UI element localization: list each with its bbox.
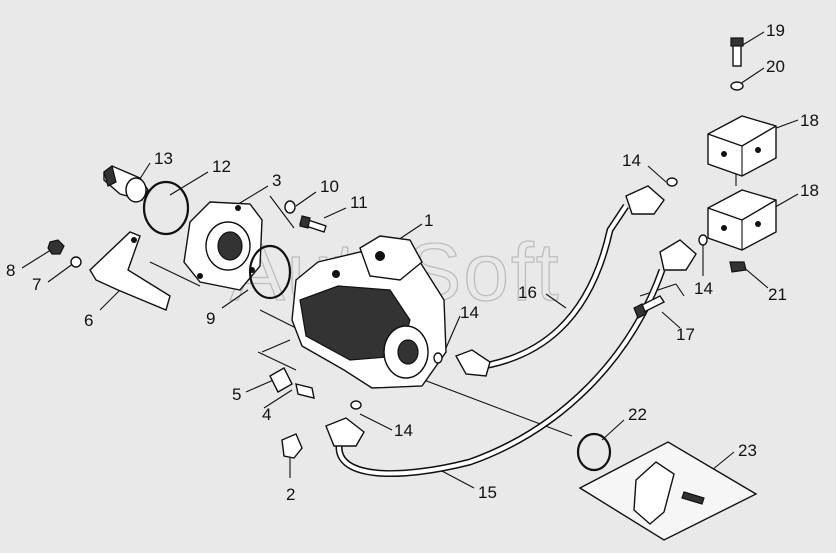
label-1: 1 bbox=[424, 211, 433, 230]
leader-lines bbox=[21, 31, 799, 489]
label-14-c: 14 bbox=[460, 303, 479, 322]
label-13: 13 bbox=[154, 149, 173, 168]
part-6-bracket bbox=[89, 231, 171, 311]
label-22: 22 bbox=[628, 405, 647, 424]
part-7-washer bbox=[70, 256, 82, 268]
label-8: 8 bbox=[6, 261, 15, 280]
part-17-bolt bbox=[633, 295, 666, 319]
part-22-o-ring bbox=[576, 432, 612, 472]
part-14-seal-d bbox=[698, 234, 708, 246]
label-5: 5 bbox=[232, 385, 241, 404]
part-23-cover-plate bbox=[578, 441, 758, 541]
part-5-spacer bbox=[269, 367, 293, 393]
part-16-hose bbox=[454, 185, 665, 377]
label-20: 20 bbox=[766, 57, 785, 76]
part-3-flange bbox=[183, 201, 263, 291]
label-9: 9 bbox=[206, 309, 215, 328]
label-19: 19 bbox=[766, 21, 785, 40]
part-20-washer bbox=[730, 81, 744, 91]
label-17: 17 bbox=[676, 325, 695, 344]
label-2: 2 bbox=[286, 485, 295, 504]
part-9-o-ring bbox=[248, 244, 292, 300]
label-16: 16 bbox=[518, 283, 537, 302]
label-6: 6 bbox=[84, 311, 93, 330]
label-11: 11 bbox=[350, 193, 368, 212]
label-12: 12 bbox=[212, 157, 231, 176]
label-15: 15 bbox=[478, 483, 497, 502]
part-15-hose bbox=[325, 239, 697, 477]
part-1-pump-body bbox=[291, 235, 447, 389]
label-14-b: 14 bbox=[694, 279, 713, 298]
label-4: 4 bbox=[262, 405, 271, 424]
part-18-valve-block-upper bbox=[707, 115, 777, 177]
part-14-seal-c bbox=[666, 177, 678, 187]
label-10: 10 bbox=[320, 177, 339, 196]
label-3: 3 bbox=[272, 171, 281, 190]
callout-labels: 1 2 3 4 5 6 7 8 9 10 11 12 13 14 14 14 1… bbox=[6, 21, 819, 504]
label-14-a: 14 bbox=[622, 151, 641, 170]
part-8-nut bbox=[47, 239, 65, 255]
label-7: 7 bbox=[32, 275, 41, 294]
label-18-a: 18 bbox=[800, 111, 819, 130]
part-14-seal-b bbox=[350, 400, 362, 410]
part-4-bolt bbox=[295, 383, 315, 399]
part-13-shaft bbox=[103, 164, 149, 203]
part-12-o-ring bbox=[142, 180, 190, 236]
part-2-fitting bbox=[281, 433, 303, 459]
part-14-seal-a bbox=[433, 352, 443, 364]
part-21-nut bbox=[729, 261, 747, 273]
part-19-bolt bbox=[730, 37, 744, 67]
part-18-valve-block-lower bbox=[707, 189, 777, 251]
label-23: 23 bbox=[738, 441, 757, 460]
label-14-d: 14 bbox=[394, 421, 413, 440]
part-10-washer bbox=[284, 200, 296, 214]
label-18-b: 18 bbox=[800, 181, 819, 200]
label-21: 21 bbox=[768, 285, 787, 304]
part-11-bolt bbox=[299, 215, 327, 233]
